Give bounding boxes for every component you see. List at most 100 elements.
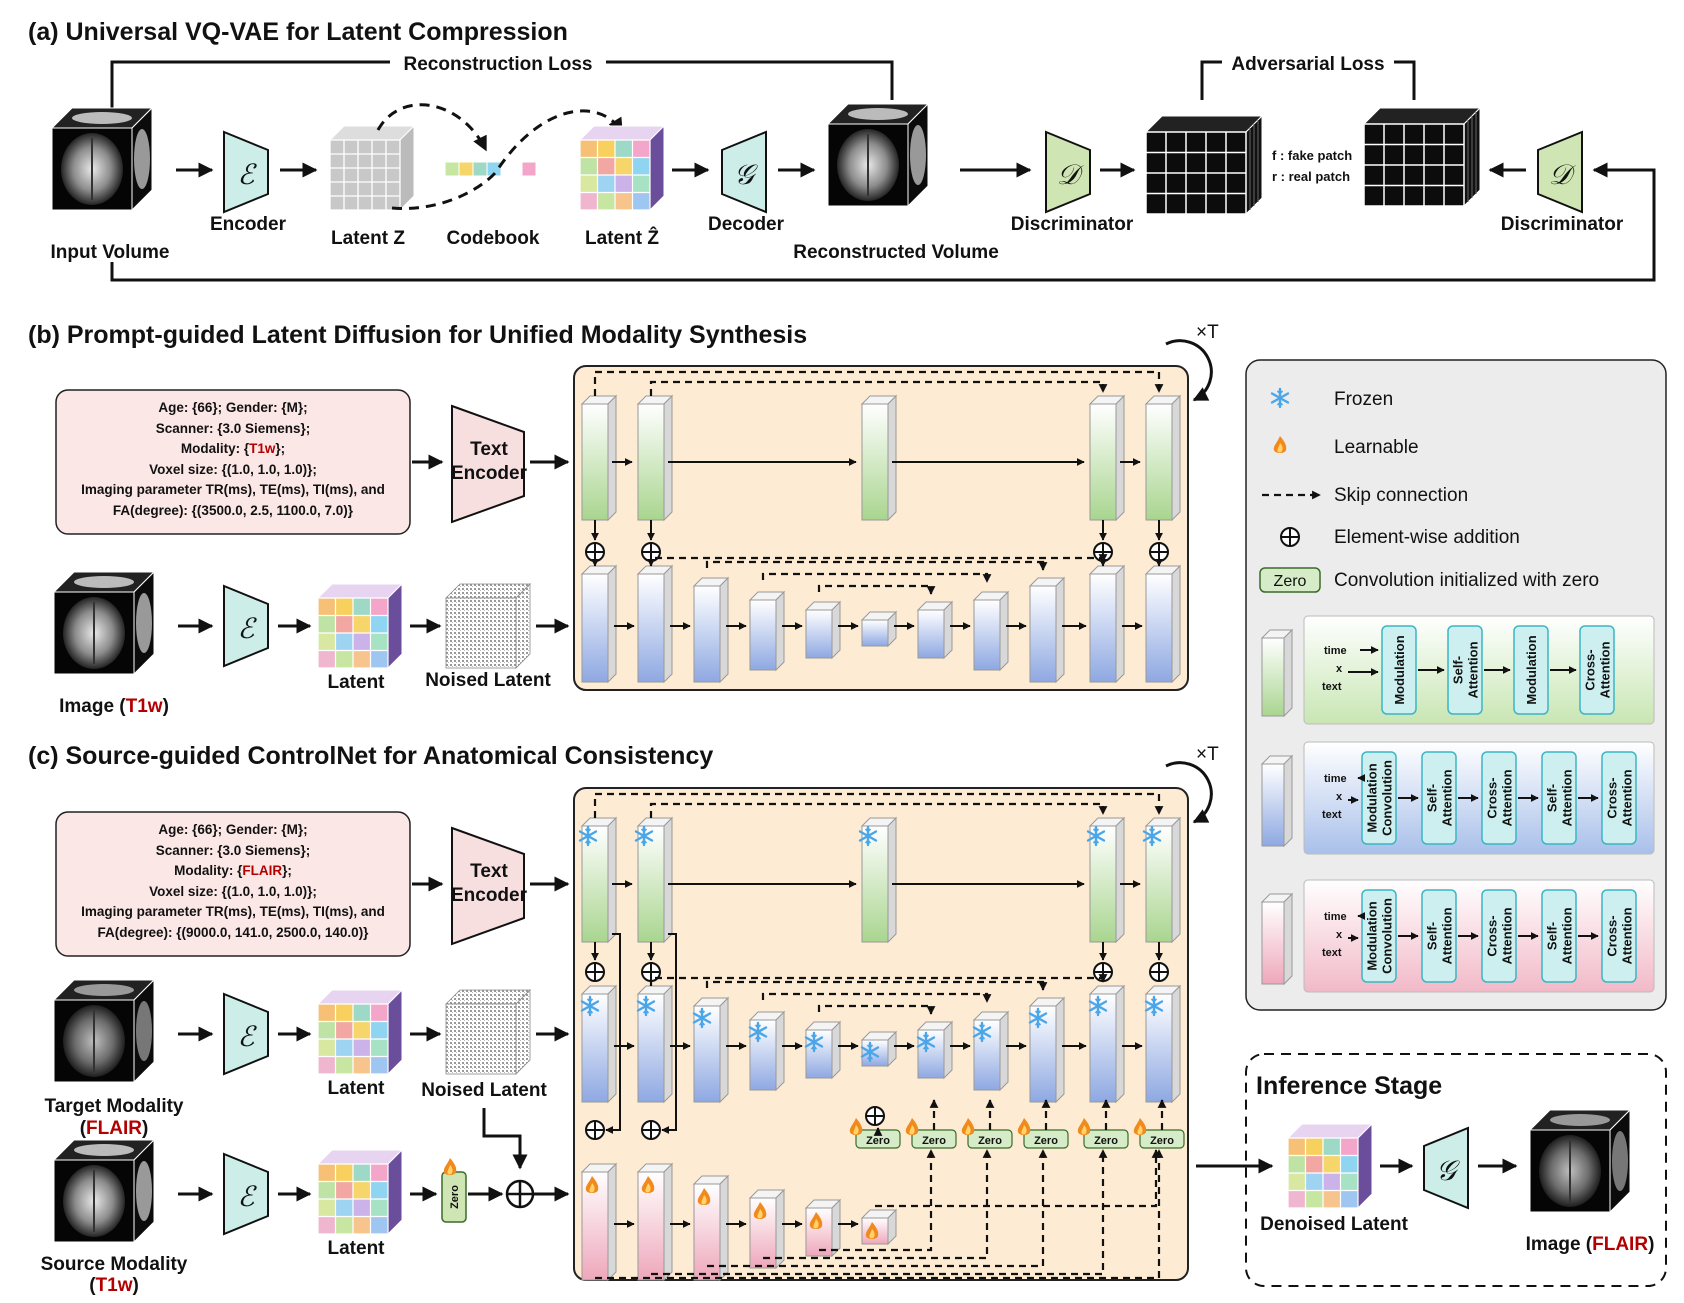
legend-op-label: Self- xyxy=(1425,784,1440,812)
legend-op-box xyxy=(1601,751,1637,845)
blue-block xyxy=(804,600,842,660)
legend-op-box xyxy=(1601,889,1637,983)
encoder-trapezoid xyxy=(223,130,269,214)
control-feed xyxy=(763,1149,992,1260)
discriminator-left-trapezoid xyxy=(1045,130,1091,214)
noised-latent-b-cube xyxy=(445,583,531,669)
encoder-b-symbol: ℰ xyxy=(238,612,258,645)
unet-b-blocks xyxy=(580,370,1182,684)
legend-op-label: Modulation xyxy=(1524,635,1539,704)
pink-block-learnable xyxy=(580,1162,618,1282)
legend-op-label: Attention xyxy=(1598,641,1613,698)
prompt-text-b: Age: {66}; Gender: {M}; Scanner: {3.0 Si… xyxy=(81,400,385,518)
skip-connection xyxy=(649,974,1108,986)
green-block xyxy=(636,394,674,522)
legend-zero-tag xyxy=(1259,567,1321,593)
green-block xyxy=(860,394,898,522)
times-t-c: ×T xyxy=(1196,744,1219,765)
control-feed xyxy=(707,1149,1048,1268)
pink-block-learnable xyxy=(860,1208,898,1246)
latent-b-cube xyxy=(317,583,403,669)
control-feed xyxy=(875,1149,1161,1208)
legend-op-box xyxy=(1579,625,1615,715)
latent-source-cube xyxy=(317,1149,403,1235)
pink-block-learnable xyxy=(636,1162,674,1282)
legend-op-label: Self- xyxy=(1545,784,1560,812)
decoder-label: Decoder xyxy=(708,214,785,235)
noised-latent-c-label: Noised Latent xyxy=(421,1080,547,1101)
prompt-b-line-2: Scanner: {3.0 Siemens}; xyxy=(156,421,311,436)
pink-legend-block xyxy=(1260,892,1294,986)
decoder-trapezoid xyxy=(721,130,767,214)
blue-block xyxy=(1144,564,1182,684)
text-encoder-c xyxy=(451,826,525,946)
add-source-noise-icon xyxy=(505,1179,535,1209)
prompt-c-line-3: Modality: {FLAIR}; xyxy=(174,863,292,878)
add-icon xyxy=(1149,962,1169,982)
legend-op-box xyxy=(1541,751,1577,845)
prompt-c-line-2: Scanner: {3.0 Siemens}; xyxy=(156,843,311,858)
input-volume-label: Input Volume xyxy=(51,242,170,263)
legend-op-label: Cross- xyxy=(1485,777,1500,818)
legend-op-box xyxy=(1421,751,1457,845)
skip-connection-inner xyxy=(649,802,1108,818)
latent-source-label: Latent xyxy=(328,1238,386,1259)
legend-op-label: Attention xyxy=(1440,769,1455,826)
legend-op-label: Attention xyxy=(1620,769,1635,826)
pink-block-learnable xyxy=(804,1198,842,1258)
legend-add-icon xyxy=(1280,527,1300,547)
text-encoder-b xyxy=(451,404,525,524)
encoder-label: Encoder xyxy=(210,214,287,235)
legend-learnable-label: Learnable xyxy=(1334,437,1419,458)
legend-op-box xyxy=(1481,751,1517,845)
legend-add-label: Element-wise addition xyxy=(1334,527,1520,548)
legend-op-label: Attention xyxy=(1440,907,1455,964)
blue-block-frozen xyxy=(580,984,618,1104)
pink-block-learnable xyxy=(692,1174,730,1282)
legend-op-label: Convolution xyxy=(1380,898,1395,974)
legend-op-label: Self- xyxy=(1545,922,1560,950)
legend-op-label: Attention xyxy=(1620,907,1635,964)
blue-block xyxy=(580,564,618,684)
codebook-label: Codebook xyxy=(447,228,540,249)
noised-latent-b-label: Noised Latent xyxy=(425,670,551,691)
encoder-symbol: ℰ xyxy=(238,158,258,191)
legend-skip-label: Skip connection xyxy=(1334,485,1468,506)
zero-conv-label: Zero xyxy=(1034,1135,1058,1147)
legend-x-label: x xyxy=(1336,929,1343,941)
zero-conv-source-label: Zero xyxy=(449,1185,461,1209)
prompt-b-line-5: Imaging parameter TR(ms), TE(ms), TI(ms)… xyxy=(81,482,385,497)
source-modality-cube xyxy=(53,1139,155,1243)
zero-conv-label: Zero xyxy=(922,1135,946,1147)
encoder-target xyxy=(223,992,269,1076)
green-block-frozen xyxy=(580,816,618,944)
latent-zhat-label: Latent Ẑ xyxy=(585,227,659,249)
legend-op-label: Attention xyxy=(1466,641,1481,698)
blue-block-frozen xyxy=(1028,996,1066,1104)
inference-title: Inference Stage xyxy=(1256,1072,1442,1100)
legend-time-label: time xyxy=(1324,645,1347,657)
green-block xyxy=(580,394,618,522)
blue-block xyxy=(692,576,730,684)
blue-block xyxy=(1028,576,1066,684)
legend-text-label: text xyxy=(1322,809,1342,821)
green-block-frozen xyxy=(860,816,898,944)
legend-op-label: Modulation xyxy=(1365,763,1380,832)
prompt-c-line-1: Age: {66}; Gender: {M}; xyxy=(158,822,307,837)
reconstruction-loss-bracket xyxy=(110,60,894,112)
prompt-b-line-4: Voxel size: {(1.0, 1.0, 1.0)}; xyxy=(149,462,317,477)
blue-block-frozen xyxy=(748,1010,786,1092)
legend-text-label: text xyxy=(1322,681,1342,693)
legend-x-label: x xyxy=(1336,791,1343,803)
legend-frozen-label: Frozen xyxy=(1334,389,1393,410)
skip-connection xyxy=(761,992,992,1003)
add-icon xyxy=(585,962,605,982)
real-patch-cube xyxy=(1363,107,1481,207)
add-icon xyxy=(585,1120,605,1140)
zero-conv-label: Zero xyxy=(866,1135,890,1147)
adversarial-loss-bracket xyxy=(1200,60,1416,100)
green-to-control-arrow xyxy=(605,933,621,1134)
zero-conv-source-flame-icon xyxy=(443,1158,457,1175)
